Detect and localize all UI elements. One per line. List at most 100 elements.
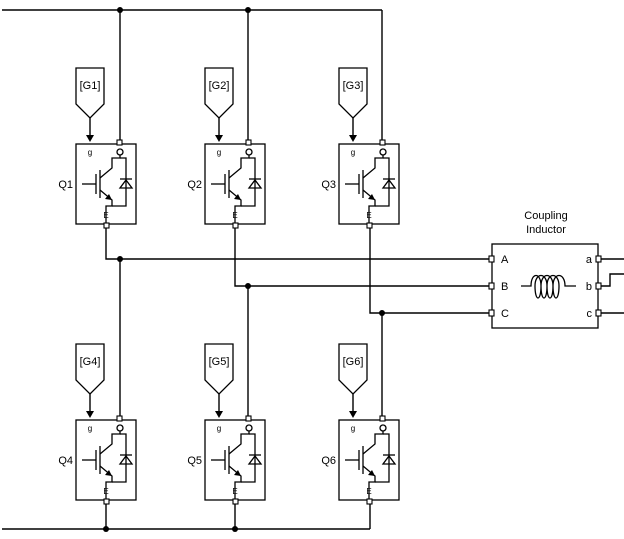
emitter-arrow (105, 470, 112, 476)
goto-tag-icon[interactable] (75, 343, 105, 395)
inductor-title-line2: Inductor (526, 224, 566, 236)
inductor-port-out-b[interactable] (595, 282, 602, 290)
junction-dot (245, 283, 251, 289)
switch-label: Q4 (58, 455, 73, 467)
igbt-with-antiparallel-diode-icon (82, 431, 134, 499)
collector-port[interactable] (116, 415, 123, 422)
goto-tag-icon[interactable] (75, 67, 105, 119)
inductor-port-label-out: a (586, 254, 593, 266)
diode-branch (375, 433, 390, 483)
collector-port[interactable] (116, 139, 123, 146)
goto-tag-icon[interactable] (338, 343, 368, 395)
diode-triangle (381, 178, 397, 189)
gate-tag-label: [G1] (80, 80, 101, 92)
collector-lead (99, 431, 121, 455)
igbt-with-antiparallel-diode-icon (345, 431, 397, 499)
emitter-arrow (105, 194, 112, 200)
diode-branch (112, 433, 127, 483)
diode-branch (112, 157, 127, 207)
gate-terminal-mark: g (88, 424, 92, 433)
gate-arrow-icon (349, 411, 357, 418)
wire-phase-c (369, 226, 492, 314)
inductor-block[interactable] (491, 243, 599, 329)
igbt-with-antiparallel-diode-icon (211, 155, 263, 223)
junction-dot (117, 256, 123, 262)
collector-lead (228, 155, 250, 179)
switch-label: Q1 (58, 179, 73, 191)
emitter-port[interactable] (366, 222, 373, 229)
inductor-port-label-in: C (501, 308, 509, 320)
emitter-port[interactable] (232, 498, 239, 505)
gate-terminal-mark: g (351, 424, 355, 433)
gate-arrow-icon (215, 135, 223, 142)
goto-tag-icon[interactable] (204, 343, 234, 395)
gate-terminal-mark: g (88, 148, 92, 157)
gate-tag-label: [G3] (343, 80, 364, 92)
emitter-port[interactable] (103, 498, 110, 505)
gate-tag-label: [G6] (343, 356, 364, 368)
collector-lead (228, 431, 250, 455)
inductor-port-label-out: c (587, 308, 593, 320)
junction-dot (379, 310, 385, 316)
gate-tag-label: [G4] (80, 356, 101, 368)
inductor-title-line1: Coupling (524, 210, 567, 222)
diode-triangle (381, 454, 397, 465)
diode-branch (241, 433, 256, 483)
igbt-with-antiparallel-diode-icon (345, 155, 397, 223)
gate-terminal-mark: g (217, 148, 221, 157)
switch-label: Q6 (321, 455, 336, 467)
gate-arrow-icon (215, 411, 223, 418)
junction-dot (232, 526, 238, 532)
gate-arrow-icon (86, 135, 94, 142)
diode-triangle (118, 178, 134, 189)
switches-layer: [G1]gEQ1[G2]gEQ2[G3]gEQ3[G4]gEQ4[G5]gEQ5… (58, 67, 400, 505)
gate-tag-label: [G2] (209, 80, 230, 92)
junction-dot (117, 7, 123, 13)
collector-lead (362, 155, 384, 179)
coil-icon (521, 274, 576, 299)
collector-port[interactable] (245, 415, 252, 422)
diode-triangle (118, 454, 134, 465)
emitter-port[interactable] (103, 222, 110, 229)
goto-tag-icon[interactable] (204, 67, 234, 119)
inductor-port-in-c[interactable] (488, 309, 495, 317)
inductor-port-out-a[interactable] (595, 255, 602, 263)
gate-terminal-mark: g (351, 148, 355, 157)
gate-arrow-icon (349, 135, 357, 142)
diode-branch (241, 157, 256, 207)
switch-label: Q2 (187, 179, 202, 191)
inductor-port-out-c[interactable] (595, 309, 602, 317)
igbt-with-antiparallel-diode-icon (82, 155, 134, 223)
wire-phase-a (105, 226, 492, 260)
switch-label: Q3 (321, 179, 336, 191)
collector-port[interactable] (379, 415, 386, 422)
collector-port[interactable] (245, 139, 252, 146)
coupling-inductor[interactable]: Coupling Inductor A B C a b c (488, 210, 602, 329)
emitter-port[interactable] (232, 222, 239, 229)
igbt-with-antiparallel-diode-icon (211, 431, 263, 499)
diode-branch (375, 157, 390, 207)
inductor-port-in-b[interactable] (488, 282, 495, 290)
wire-out-b (598, 273, 624, 287)
inductor-port-label-out: b (586, 281, 592, 293)
junction-dot (245, 7, 251, 13)
gate-tag-label: [G5] (209, 356, 230, 368)
inductor-port-label-in: B (501, 281, 508, 293)
goto-tag-icon[interactable] (338, 67, 368, 119)
switch-label: Q5 (187, 455, 202, 467)
emitter-port[interactable] (366, 498, 373, 505)
collector-port[interactable] (379, 139, 386, 146)
diode-triangle (247, 178, 263, 189)
inductor-port-label-in: A (501, 254, 509, 266)
gate-arrow-icon (86, 411, 94, 418)
inductor-port-in-a[interactable] (488, 255, 495, 263)
emitter-arrow (234, 470, 241, 476)
wire-phase-b (234, 226, 492, 287)
